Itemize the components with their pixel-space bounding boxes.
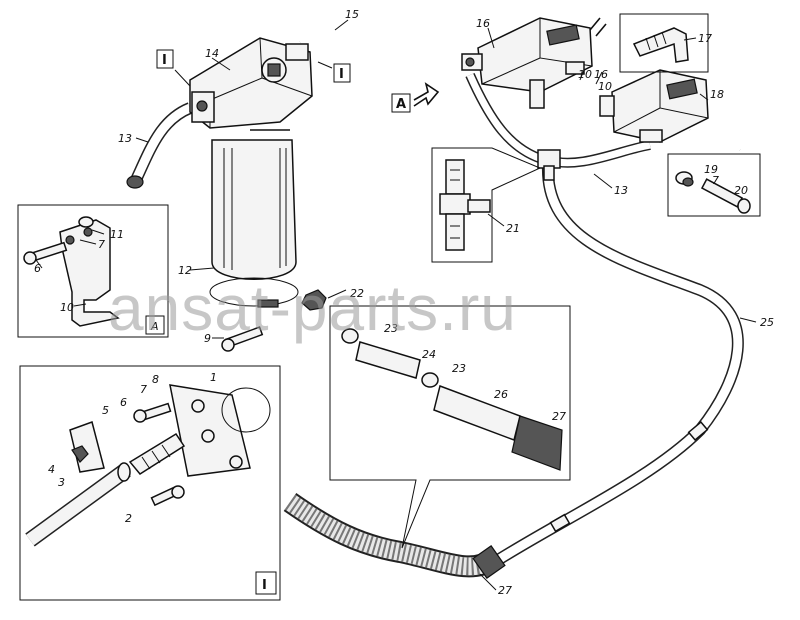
label-17: 17 [698, 32, 712, 45]
label-18: 18 [710, 88, 724, 101]
hose-15-inner [297, 20, 473, 63]
label-3: 3 [58, 476, 65, 489]
label-20: 20 [734, 184, 748, 197]
view-a-arrow [391, 82, 440, 113]
inset-19-20 [667, 153, 761, 217]
label-15: 15 [345, 8, 359, 21]
label-10a: 10 [60, 301, 74, 314]
roman-i-mark-3: I [262, 578, 267, 593]
label-16b: 16 [594, 68, 608, 81]
label-1: 1 [210, 371, 217, 384]
view-a-mark-1: A [396, 97, 406, 112]
bolt-9 [221, 326, 264, 352]
label-13a: 13 [118, 132, 132, 145]
label-12: 12 [178, 264, 192, 277]
inset-view-a [17, 204, 169, 338]
label-7b: 7 [98, 238, 105, 251]
label-27b: 27 [498, 584, 512, 597]
filter-clamp [209, 277, 299, 307]
label-19: 19 [704, 163, 718, 176]
label-10b: 10 [578, 68, 592, 81]
nut-22 [301, 289, 327, 311]
label-5: 5 [102, 404, 109, 417]
leader-lines [35, 19, 757, 591]
fuel-pump-18 [599, 69, 741, 152]
inset-17 [619, 13, 709, 73]
roman-i-mark-1: I [162, 53, 167, 68]
label-22: 22 [350, 287, 364, 300]
label-9: 9 [204, 332, 211, 345]
inset-view-i [19, 365, 281, 601]
label-4: 4 [48, 463, 55, 476]
label-21: 21 [506, 222, 520, 235]
label-23a: 23 [384, 322, 398, 335]
watermark: ansat-parts.ru [108, 272, 517, 344]
hose-joint [549, 513, 571, 533]
hose-25 [486, 164, 744, 571]
label-14: 14 [205, 47, 219, 60]
tee-fitting [537, 149, 561, 181]
label-2: 2 [125, 512, 132, 525]
roman-i-mark-2: I [339, 67, 344, 82]
label-13b: 13 [614, 184, 628, 197]
label-25: 25 [760, 316, 774, 329]
label-6a: 6 [120, 396, 127, 409]
label-11: 11 [110, 228, 124, 241]
label-23b: 23 [452, 362, 466, 375]
gasket-1 [221, 387, 271, 433]
fuel-filter [189, 37, 313, 308]
inset-hose-section [329, 305, 571, 549]
label-6b: 8 [152, 373, 159, 386]
hose-27-end-fitting [472, 545, 506, 579]
hose-13-nut [126, 175, 144, 189]
label-26: 26 [494, 388, 508, 401]
label-24: 24 [422, 348, 436, 361]
label-16a: 16 [476, 17, 490, 30]
label-7: 7 [140, 383, 147, 396]
inset-21 [431, 147, 542, 263]
label-6c: 6 [34, 262, 41, 275]
view-a-mark-2: A [150, 320, 159, 333]
label-7c: 7 [712, 174, 719, 187]
label-10c: 10 [598, 80, 612, 93]
hose-joint [687, 420, 709, 442]
label-27a: 27 [552, 410, 566, 423]
fuel-pump-16 [461, 17, 607, 109]
